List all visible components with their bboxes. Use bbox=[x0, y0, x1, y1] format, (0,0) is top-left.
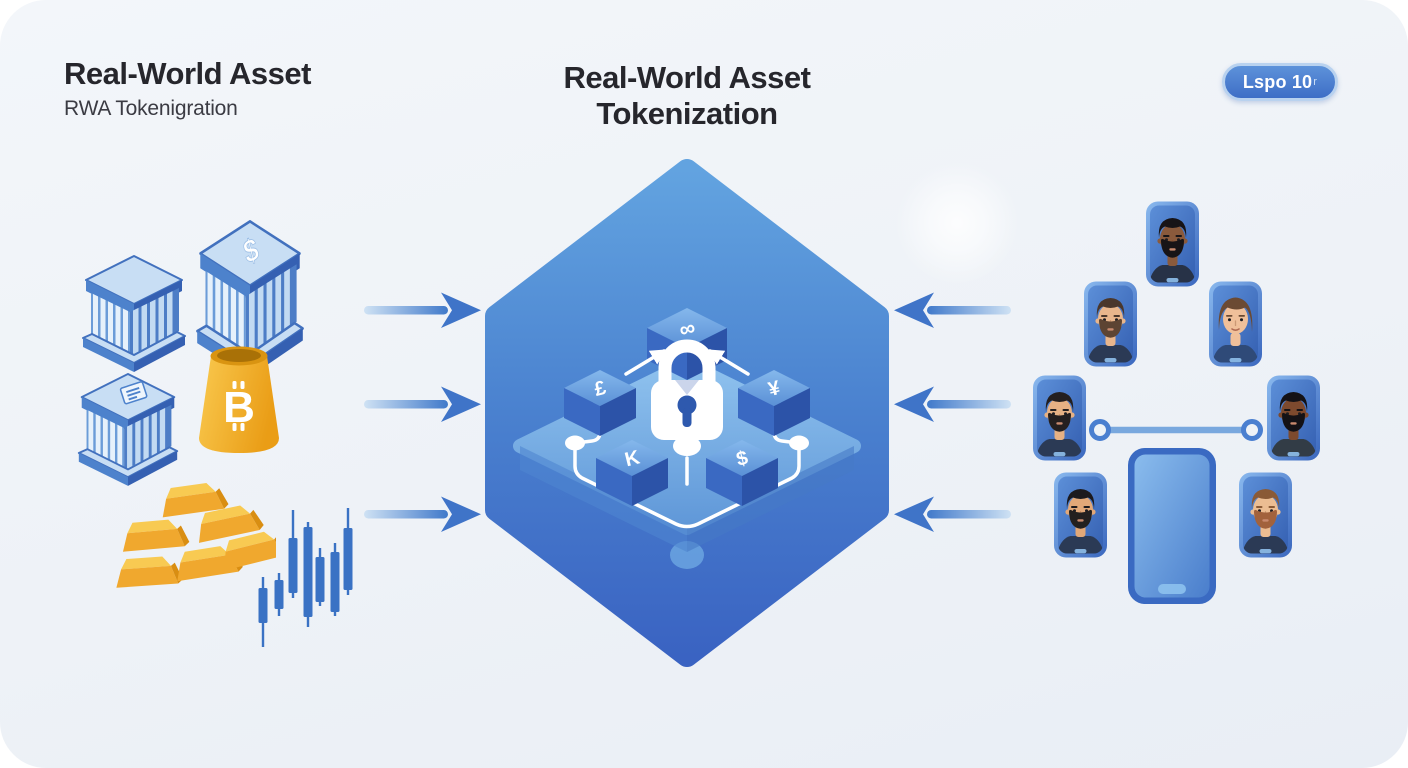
arrow-right-icon bbox=[364, 386, 481, 422]
avatar-7 bbox=[1237, 471, 1294, 559]
connection-line bbox=[1089, 419, 1263, 441]
bank-building-document-icon bbox=[74, 364, 182, 490]
arrow-left-icon bbox=[894, 496, 1011, 532]
bank-building-dollar-icon: $ bbox=[192, 208, 308, 382]
node-left bbox=[565, 435, 585, 451]
token-cube-right: ¥ bbox=[738, 370, 810, 436]
bank-building-icon bbox=[78, 246, 190, 376]
token-cube-bottom-right: $ bbox=[706, 440, 778, 506]
arrow-right-icon bbox=[364, 496, 481, 532]
badge-label: Lspo 10 bbox=[1242, 71, 1313, 92]
tokenization-hub-graphic: £ ¥ K $ ∞ bbox=[485, 159, 889, 667]
avatar-3 bbox=[1207, 280, 1264, 368]
token-cube-top: ∞ bbox=[647, 308, 727, 380]
document-icon bbox=[119, 381, 148, 405]
padlock-icon bbox=[651, 339, 723, 440]
badge-suffix: r bbox=[1313, 76, 1318, 88]
arrow-connectors bbox=[624, 349, 750, 376]
bitcoin-b-symbol: B bbox=[223, 383, 255, 432]
smartphone-icon bbox=[1128, 448, 1216, 604]
candlestick-bodies bbox=[258, 527, 353, 623]
arrow-left-icon bbox=[894, 386, 1011, 422]
node-right bbox=[789, 435, 809, 451]
avatar-2 bbox=[1082, 280, 1139, 368]
left-title: Real-World Asset bbox=[64, 56, 311, 91]
avatar-4 bbox=[1031, 374, 1088, 462]
token-cube-bottom-left: K bbox=[596, 440, 668, 506]
left-subtitle: RWA Tokenigration bbox=[64, 96, 238, 120]
center-title-line2: Tokenization bbox=[596, 95, 778, 131]
arrow-right-icon bbox=[364, 292, 481, 328]
cube-symbol: $ bbox=[734, 447, 750, 471]
avatar-6 bbox=[1052, 471, 1109, 559]
cube-symbol: K bbox=[623, 446, 643, 471]
center-title-line1: Real-World Asset bbox=[563, 60, 811, 95]
avatar-1 bbox=[1144, 200, 1201, 288]
center-dot bbox=[673, 436, 701, 456]
cube-symbol: ∞ bbox=[676, 314, 697, 342]
center-title-block: Real-World Asset Tokenization bbox=[564, 60, 811, 132]
arrow-left-icon bbox=[894, 292, 1011, 328]
candlestick-chart-icon bbox=[258, 508, 353, 647]
token-cube-left: £ bbox=[564, 370, 636, 436]
bitcoin-token-icon: B bbox=[199, 346, 279, 453]
avatar-5 bbox=[1265, 374, 1322, 462]
left-title-block: Real-World Asset RWA Tokenigration bbox=[64, 56, 311, 121]
cube-symbol: £ bbox=[592, 377, 608, 401]
